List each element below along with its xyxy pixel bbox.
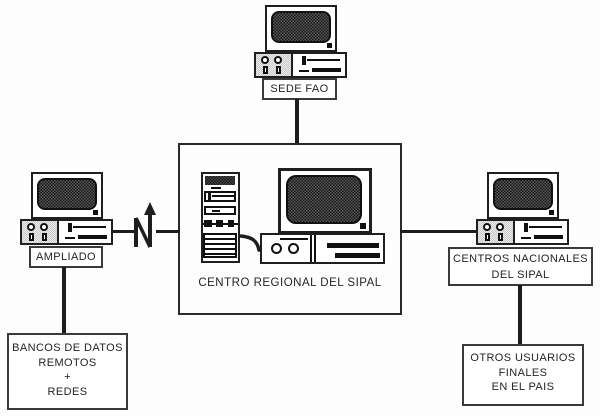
slider-handle-icon xyxy=(68,223,72,232)
power-indicator-icon xyxy=(549,210,554,215)
unit-divider xyxy=(314,235,316,262)
label-line: REDES xyxy=(47,385,88,398)
drive-slot xyxy=(534,235,563,239)
label-line: OTROS USUARIOS xyxy=(470,352,576,364)
monitor-icon xyxy=(31,172,103,219)
system-unit-icon xyxy=(476,219,569,245)
crt-screen-icon xyxy=(493,178,553,210)
vent-grille-icon xyxy=(203,233,237,258)
slider-track xyxy=(73,226,106,228)
drive-bay xyxy=(205,176,235,185)
label-ampliado: AMPLIADO xyxy=(29,246,103,268)
drive-slot xyxy=(312,68,341,72)
crt-screen-icon xyxy=(37,178,97,210)
node-bancos-datos: BANCOS DE DATOS REMOTOS + REDES xyxy=(7,333,128,410)
network-link-arrow-icon xyxy=(134,202,156,248)
drive-slot xyxy=(78,235,107,239)
knob-icon xyxy=(483,223,491,231)
label-line: + xyxy=(64,371,71,383)
label-sede-fao: SEDE FAO xyxy=(262,78,337,100)
button-icon xyxy=(204,220,212,227)
power-indicator-icon xyxy=(360,223,366,229)
connector-ampliado-centro-right xyxy=(156,230,180,233)
node-otros-usuarios: OTROS USUARIOS FINALES EN EL PAIS xyxy=(462,344,584,406)
label-line: FINALES xyxy=(498,366,548,379)
workstation-centros-nacionales xyxy=(476,172,569,245)
drive-slot xyxy=(327,243,379,248)
knob-icon xyxy=(271,243,282,254)
drive-slot xyxy=(335,253,380,258)
knob-icon xyxy=(274,56,282,64)
node-centro-regional: CENTRO REGIONAL DEL SIPAL xyxy=(178,143,402,315)
label-line: CENTROS NACIONALES xyxy=(453,253,588,265)
bay-line xyxy=(212,195,234,197)
knob-icon xyxy=(288,243,299,254)
power-indicator-icon xyxy=(327,43,332,48)
drive-bay xyxy=(204,191,236,202)
monitor-icon xyxy=(487,172,559,219)
label-text: AMPLIADO xyxy=(35,251,97,263)
connector-ampliado-bancos xyxy=(62,267,66,334)
crt-screen-icon xyxy=(271,11,331,43)
button-icon xyxy=(216,220,223,227)
drive-bay xyxy=(204,206,236,215)
system-unit-icon xyxy=(20,219,113,245)
label-line: DEL SIPAL xyxy=(491,268,550,281)
connector-sedefao-centro xyxy=(295,99,299,144)
switch-icon xyxy=(42,233,47,241)
connector-centros-otros xyxy=(518,285,522,345)
knob-icon xyxy=(40,223,48,231)
switch-icon xyxy=(276,66,281,74)
workstation-sede-fao xyxy=(254,5,347,78)
switch-icon xyxy=(29,233,34,241)
knob-icon xyxy=(27,223,35,231)
bay-handle xyxy=(208,193,211,200)
slider-track xyxy=(307,59,340,61)
crt-screen-icon xyxy=(286,175,362,224)
workstation-ampliado xyxy=(20,172,113,245)
monitor-icon xyxy=(265,5,337,52)
slider-handle-icon xyxy=(524,223,528,232)
bay-line xyxy=(212,210,220,212)
drive-bay-detail xyxy=(211,187,221,189)
drive-slot xyxy=(299,70,309,72)
power-indicator-icon xyxy=(93,210,98,215)
monitor-icon xyxy=(278,168,372,234)
drive-slot xyxy=(521,237,531,239)
knob-icon xyxy=(496,223,504,231)
system-unit-icon xyxy=(254,52,347,78)
button-icon xyxy=(228,220,234,227)
desktop-unit-icon xyxy=(260,233,385,264)
cable-icon xyxy=(239,234,261,252)
switch-icon xyxy=(263,66,268,74)
label-centro-regional: CENTRO REGIONAL DEL SIPAL xyxy=(198,277,382,289)
unit-detail-line xyxy=(280,238,308,240)
tower-server-icon xyxy=(201,172,240,263)
unit-divider xyxy=(310,235,312,262)
label-text: SEDE FAO xyxy=(270,83,329,95)
drive-slot xyxy=(65,237,75,239)
connector-ampliado-centro-left xyxy=(111,230,134,233)
label-line: EN EL PAIS xyxy=(491,381,555,393)
connector-centro-centros xyxy=(400,230,478,233)
slider-handle-icon xyxy=(302,56,306,65)
switch-icon xyxy=(485,233,490,241)
switch-icon xyxy=(498,233,503,241)
label-centros-nacionales: CENTROS NACIONALES DEL SIPAL xyxy=(448,247,593,286)
label-line: BANCOS DE DATOS xyxy=(12,342,123,354)
label-line: REMOTOS xyxy=(38,356,97,369)
knob-icon xyxy=(261,56,269,64)
slider-track xyxy=(529,226,562,228)
